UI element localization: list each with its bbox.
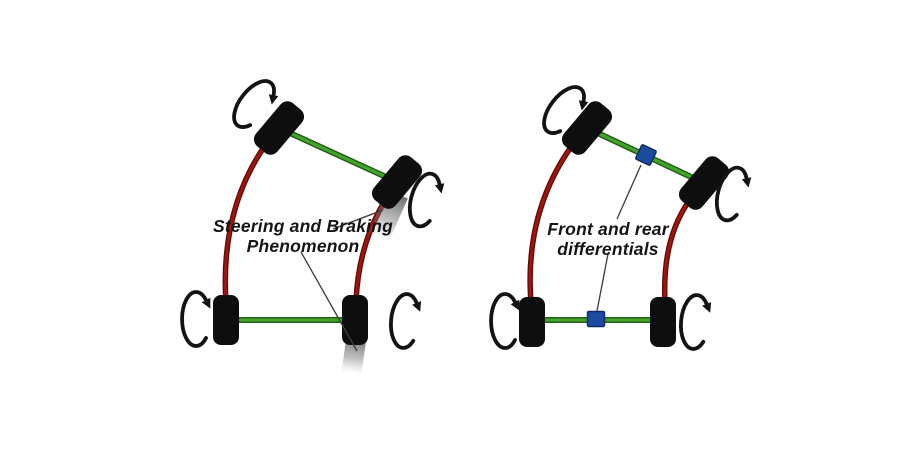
wheel-spin-arrow: [489, 292, 522, 350]
right-diagram: [489, 78, 755, 353]
right-front-left-wheel: [561, 101, 613, 155]
left-rear-left-wheel: [213, 295, 239, 345]
right-trajectory-left: [527, 144, 574, 306]
leader-line-rear-skid: [300, 251, 358, 352]
rear-right-skid-mark: [341, 335, 367, 375]
left-trajectory-left: [222, 144, 267, 306]
left-front-left-wheel: [253, 101, 305, 155]
leader-line-front-differential: [616, 164, 642, 220]
front-right-skid-mark: [368, 189, 408, 243]
left-front-right-wheel: [371, 155, 423, 209]
right-caption-line2: differentials: [557, 238, 659, 259]
wheel-spin-arrow: [676, 291, 714, 353]
wheel-spin-arrow: [386, 290, 424, 352]
left-rear-right-wheel: [342, 295, 368, 345]
left-front-axle: [276, 125, 400, 185]
leader-line-rear-differential: [596, 253, 609, 312]
rear-differential: [586, 310, 606, 328]
right-rear-right-wheel: [650, 297, 676, 347]
left-diagram: [180, 72, 448, 375]
right-trajectory-right: [661, 201, 690, 305]
right-rear-left-wheel: [519, 297, 545, 347]
left-caption-line2: Phenomenon: [246, 235, 360, 256]
right-front-right-wheel: [678, 156, 730, 210]
right-caption-line1: Front and rear: [547, 219, 669, 239]
leader-line-front-skid: [332, 209, 384, 230]
right-diagram-caption: Front and rear differentials: [508, 219, 708, 259]
front-differential: [635, 144, 657, 166]
left-diagram-caption: Steering and Braking Phenomenon: [193, 216, 413, 256]
wheel-spin-arrow: [180, 290, 213, 348]
left-caption-line1: Steering and Braking: [212, 216, 393, 236]
